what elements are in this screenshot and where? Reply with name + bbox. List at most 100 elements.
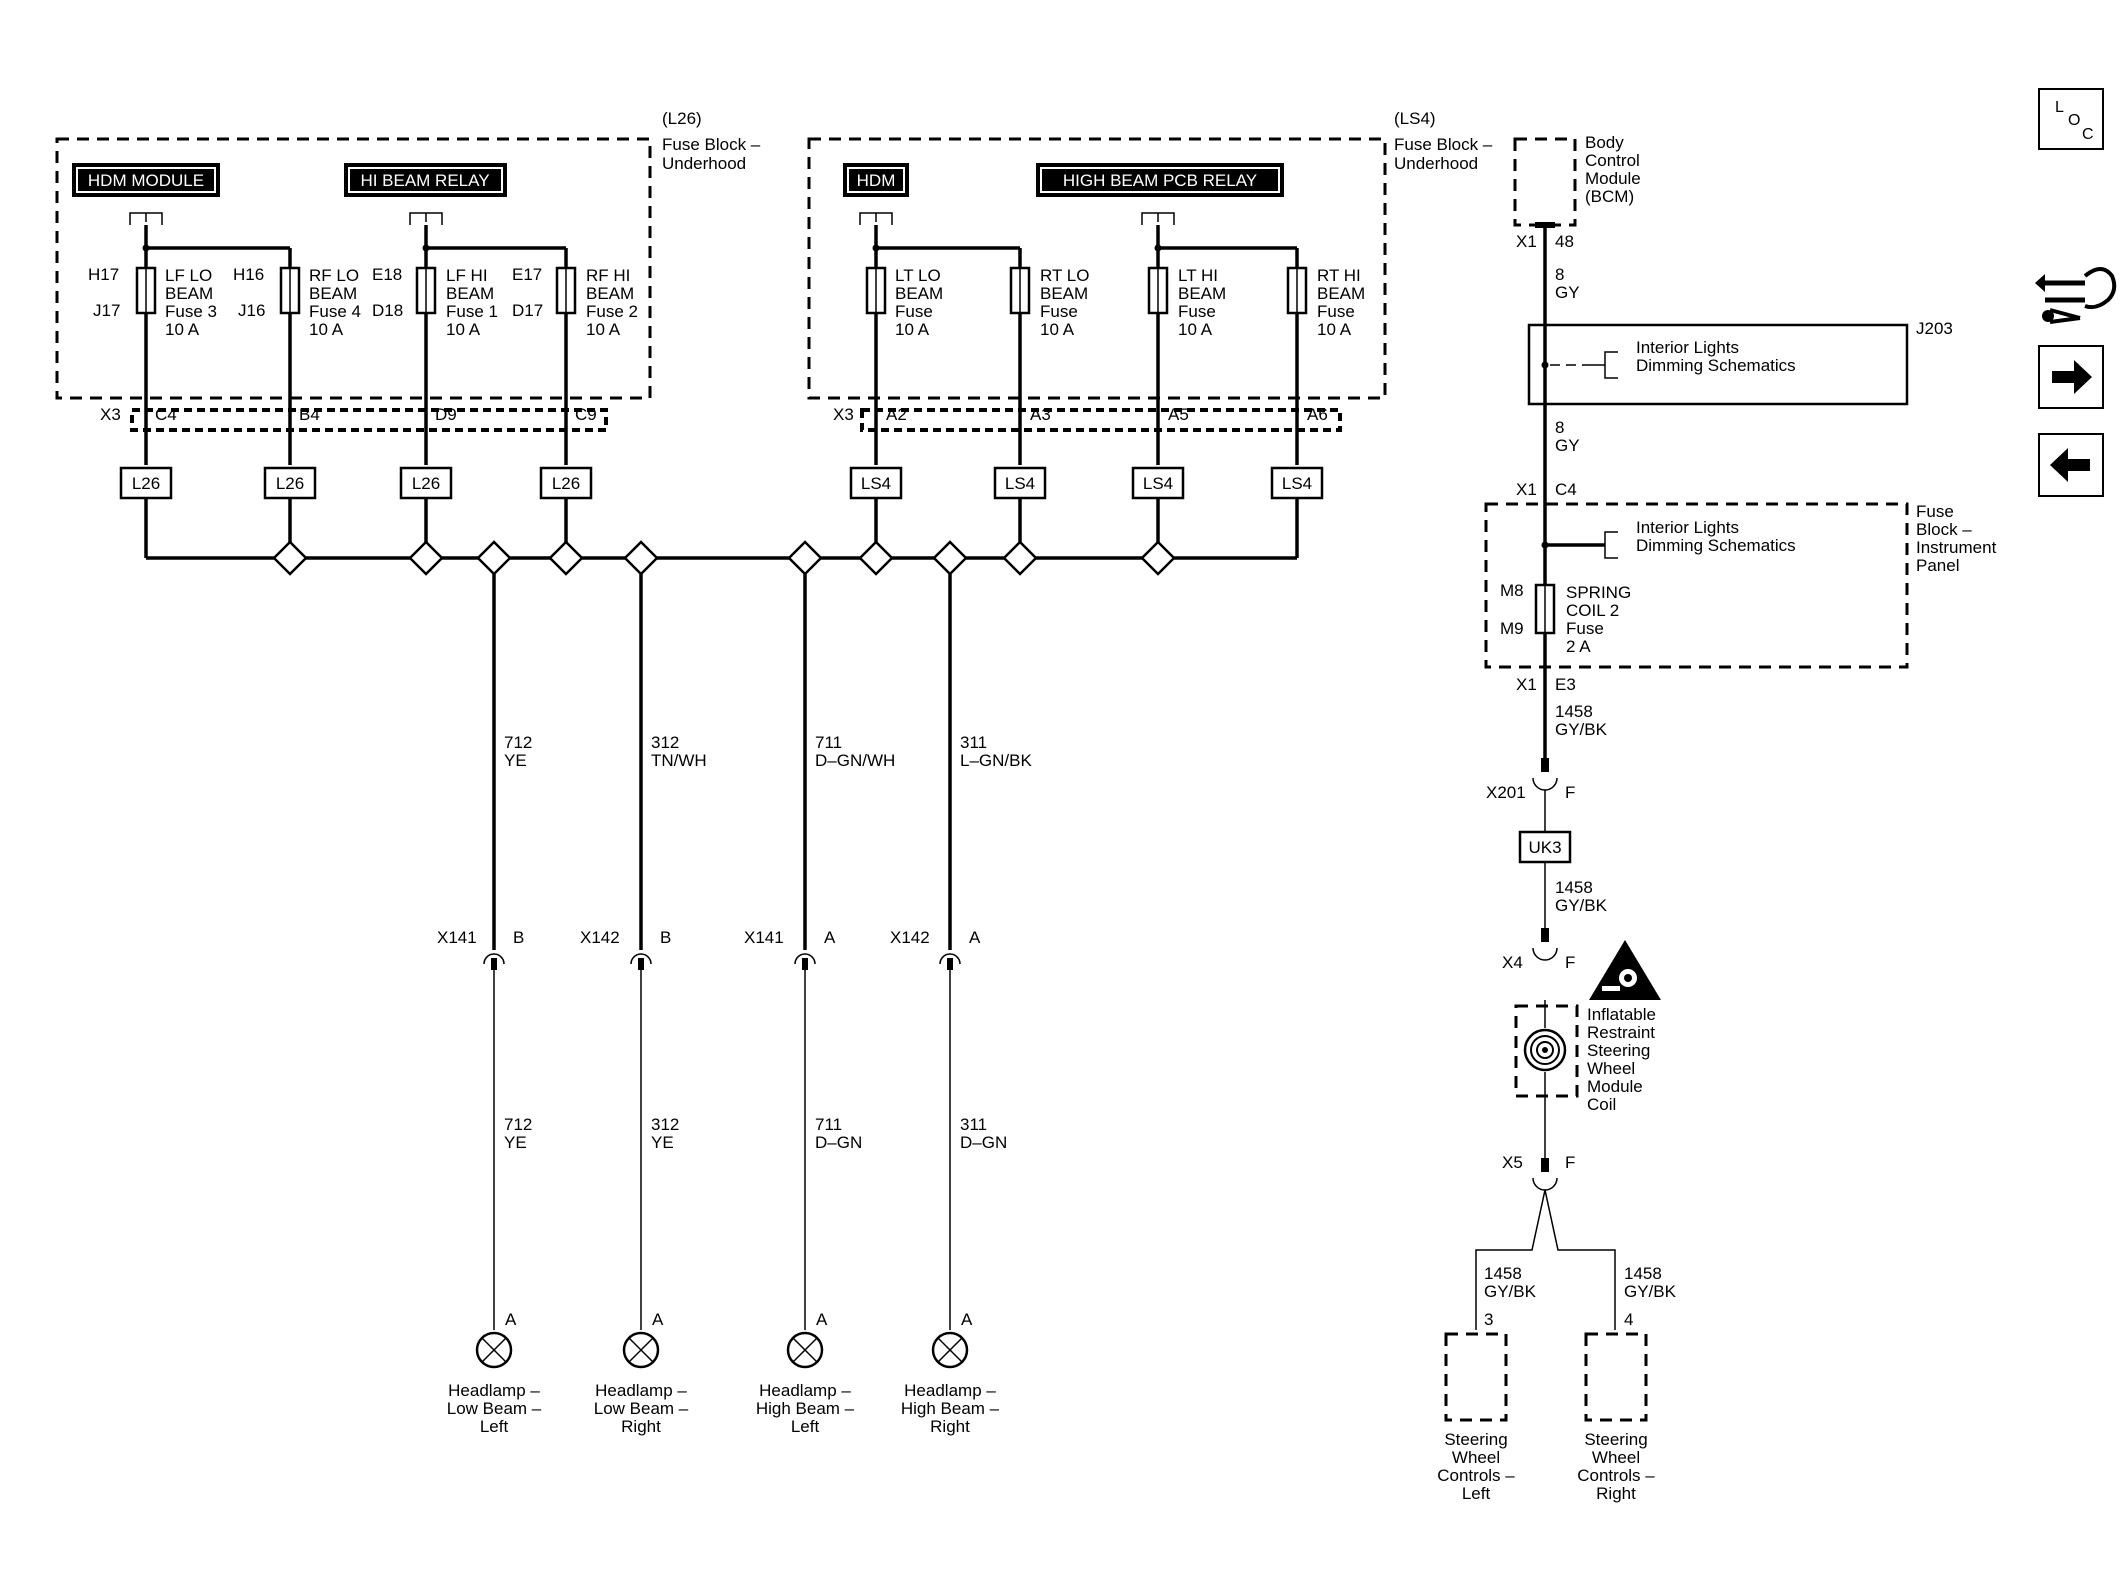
- fuse-block-instrument-panel-outline: [1484, 502, 1909, 669]
- svg-text:X1: X1: [1516, 675, 1537, 694]
- svg-text:2 A: 2 A: [1566, 637, 1591, 656]
- ls4-block-label-1: Fuse Block –: [1394, 135, 1493, 154]
- svg-text:A3: A3: [1030, 405, 1051, 424]
- svg-text:High Beam –: High Beam –: [901, 1399, 1000, 1418]
- next-page-button[interactable]: [2038, 345, 2104, 409]
- svg-text:Right: Right: [621, 1417, 661, 1436]
- svg-text:L26: L26: [412, 474, 440, 493]
- svg-text:711: 711: [815, 1115, 842, 1134]
- high-beam-pcb-relay-label: HIGH BEAM PCB RELAY: [1063, 171, 1257, 190]
- svg-text:BEAM: BEAM: [446, 284, 494, 303]
- svg-text:C: C: [2082, 126, 2094, 143]
- l26-block-label-2: Underhood: [662, 154, 746, 173]
- svg-text:UK3: UK3: [1528, 838, 1561, 857]
- next-page-icon: [2052, 360, 2092, 394]
- svg-text:1458: 1458: [1484, 1264, 1522, 1283]
- hdm-module-terminal-icon: [129, 212, 163, 225]
- ls4-option-box-1: LS4: [849, 466, 903, 500]
- svg-text:Dimming Schematics: Dimming Schematics: [1636, 536, 1796, 555]
- loc-button[interactable]: L O C: [2038, 88, 2104, 150]
- svg-text:A: A: [824, 928, 836, 947]
- headlamp-icon: [622, 1331, 660, 1369]
- previous-page-icon: [2050, 448, 2090, 482]
- svg-text:X201: X201: [1486, 783, 1526, 802]
- svg-text:LF LO: LF LO: [165, 266, 212, 285]
- svg-text:Steering: Steering: [1584, 1430, 1647, 1449]
- svg-text:A: A: [505, 1310, 517, 1329]
- svg-text:LS4: LS4: [1143, 474, 1173, 493]
- svg-text:Headlamp –: Headlamp –: [759, 1381, 851, 1400]
- svg-text:X141: X141: [437, 928, 477, 947]
- wiring-harness-icon[interactable]: [2035, 267, 2117, 324]
- svg-text:GY: GY: [1555, 436, 1580, 455]
- svg-text:SPRING: SPRING: [1566, 583, 1631, 602]
- svg-text:LF HI: LF HI: [446, 266, 488, 285]
- x5-connector-icon: [1532, 1177, 1558, 1191]
- previous-page-button[interactable]: [2038, 433, 2104, 497]
- svg-text:10 A: 10 A: [1317, 320, 1352, 339]
- bcm-circuit: Body Control Module (BCM) X1 48 8 GY J20…: [1437, 133, 1996, 1503]
- svg-text:L26: L26: [276, 474, 304, 493]
- ls4-connector-label: X3: [833, 405, 854, 424]
- svg-text:X1: X1: [1516, 232, 1537, 251]
- svg-text:LS4: LS4: [1282, 474, 1312, 493]
- svg-text:M9: M9: [1500, 619, 1524, 638]
- svg-text:H16: H16: [233, 265, 264, 284]
- svg-text:Fuse 1: Fuse 1: [446, 302, 498, 321]
- svg-text:L–GN/BK: L–GN/BK: [960, 751, 1032, 770]
- svg-text:Left: Left: [480, 1417, 509, 1436]
- l26-fuse-2: H16 J16 RF LO BEAM Fuse 4 10 A: [233, 265, 361, 465]
- svg-text:Body: Body: [1585, 133, 1624, 152]
- svg-text:Wheel: Wheel: [1592, 1448, 1640, 1467]
- svg-text:X141: X141: [744, 928, 784, 947]
- svg-text:Panel: Panel: [1916, 556, 1959, 575]
- svg-text:Fuse: Fuse: [1178, 302, 1216, 321]
- svg-text:X142: X142: [580, 928, 620, 947]
- svg-text:X5: X5: [1502, 1153, 1523, 1172]
- svg-text:10 A: 10 A: [895, 320, 930, 339]
- svg-text:Fuse: Fuse: [1916, 502, 1954, 521]
- svg-text:Headlamp –: Headlamp –: [904, 1381, 996, 1400]
- svg-text:D–GN/WH: D–GN/WH: [815, 751, 895, 770]
- svg-text:J203: J203: [1916, 319, 1953, 338]
- svg-text:1458: 1458: [1555, 702, 1593, 721]
- svg-text:H17: H17: [88, 265, 119, 284]
- svg-text:Low Beam –: Low Beam –: [447, 1399, 542, 1418]
- svg-text:Controls –: Controls –: [1437, 1466, 1515, 1485]
- l26-option-box-1: L26: [119, 466, 173, 500]
- svg-text:Fuse: Fuse: [1566, 619, 1604, 638]
- svg-text:LS4: LS4: [861, 474, 891, 493]
- svg-text:Coil: Coil: [1587, 1095, 1616, 1114]
- svg-text:Restraint: Restraint: [1587, 1023, 1655, 1042]
- svg-text:712: 712: [504, 1115, 532, 1134]
- hdm-terminal-icon: [859, 212, 893, 225]
- svg-text:L26: L26: [552, 474, 580, 493]
- svg-text:GY/BK: GY/BK: [1555, 896, 1608, 915]
- svg-text:Fuse: Fuse: [895, 302, 933, 321]
- bcm-outline: [1513, 137, 1577, 227]
- l26-option-label: (L26): [662, 109, 702, 128]
- ls4-option-box-2: LS4: [993, 466, 1047, 500]
- svg-text:BEAM: BEAM: [1178, 284, 1226, 303]
- svg-text:J16: J16: [238, 301, 265, 320]
- high-beam-relay-terminal-icon: [1141, 212, 1175, 225]
- svg-text:311: 311: [960, 1115, 987, 1134]
- svg-text:O: O: [2068, 112, 2080, 129]
- svg-text:C4: C4: [1555, 480, 1577, 499]
- svg-text:GY/BK: GY/BK: [1555, 720, 1608, 739]
- svg-text:312: 312: [651, 1115, 679, 1134]
- headlamp-low-left-circuit: 712 YE X141 B 712 YE A Headlamp – Low Be…: [437, 574, 542, 1436]
- svg-text:Interior Lights: Interior Lights: [1636, 338, 1739, 357]
- svg-text:RT LO: RT LO: [1040, 266, 1089, 285]
- svg-text:E17: E17: [512, 265, 542, 284]
- svg-text:GY: GY: [1555, 283, 1580, 302]
- hi-beam-relay-label: HI BEAM RELAY: [360, 171, 489, 190]
- svg-text:Low Beam –: Low Beam –: [594, 1399, 689, 1418]
- svg-text:10 A: 10 A: [1040, 320, 1075, 339]
- svg-text:L26: L26: [132, 474, 160, 493]
- headlamp-icon: [475, 1331, 513, 1369]
- svg-text:D18: D18: [372, 301, 403, 320]
- svg-text:Right: Right: [930, 1417, 970, 1436]
- ls4-option-box-3: LS4: [1131, 466, 1185, 500]
- svg-text:D9: D9: [435, 405, 457, 424]
